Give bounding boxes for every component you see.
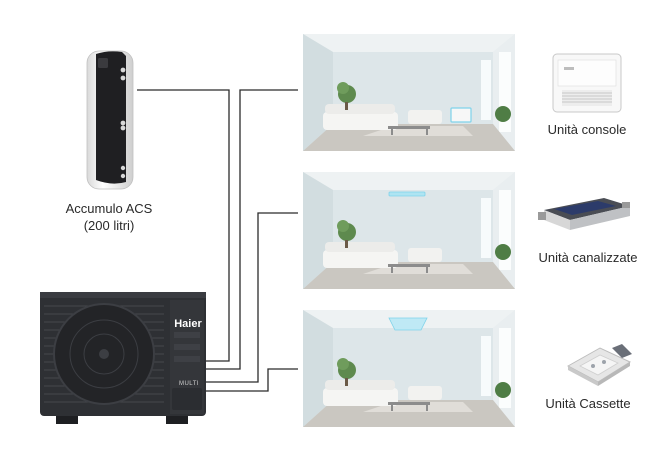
outdoor-unit-brand: Haier [174, 318, 202, 330]
console-unit-icon [450, 107, 472, 123]
outdoor-unit: Haier MULTI [40, 292, 206, 424]
ducted-connection-line [206, 212, 298, 383]
tank-label: Accumulo ACS (200 litri) [48, 200, 170, 234]
console-unit-image [552, 53, 622, 113]
cassette-unit-image [566, 344, 632, 386]
ducted-unit-image [538, 198, 630, 230]
room-ducted [303, 172, 515, 289]
ducted-unit-icon [388, 191, 426, 197]
ducted-unit-label: Unità canalizzate [538, 250, 638, 265]
console-unit-label: Unità console [547, 122, 627, 137]
tank-connection-line [137, 89, 230, 362]
hot-water-tank [86, 50, 134, 190]
tank-label-line1: Accumulo ACS [65, 201, 153, 216]
console-connection-line [206, 89, 298, 370]
tank-label-line2: (200 litri) [83, 218, 135, 233]
outdoor-unit-badge: MULTI [178, 381, 200, 387]
cassette-unit-label: Unità Cassette [545, 396, 631, 411]
cassette-unit-icon [388, 317, 428, 331]
room-cassette [303, 310, 515, 427]
room-console [303, 34, 515, 151]
outdoor-unit-body [40, 292, 206, 424]
cassette-connection-line [206, 368, 298, 392]
